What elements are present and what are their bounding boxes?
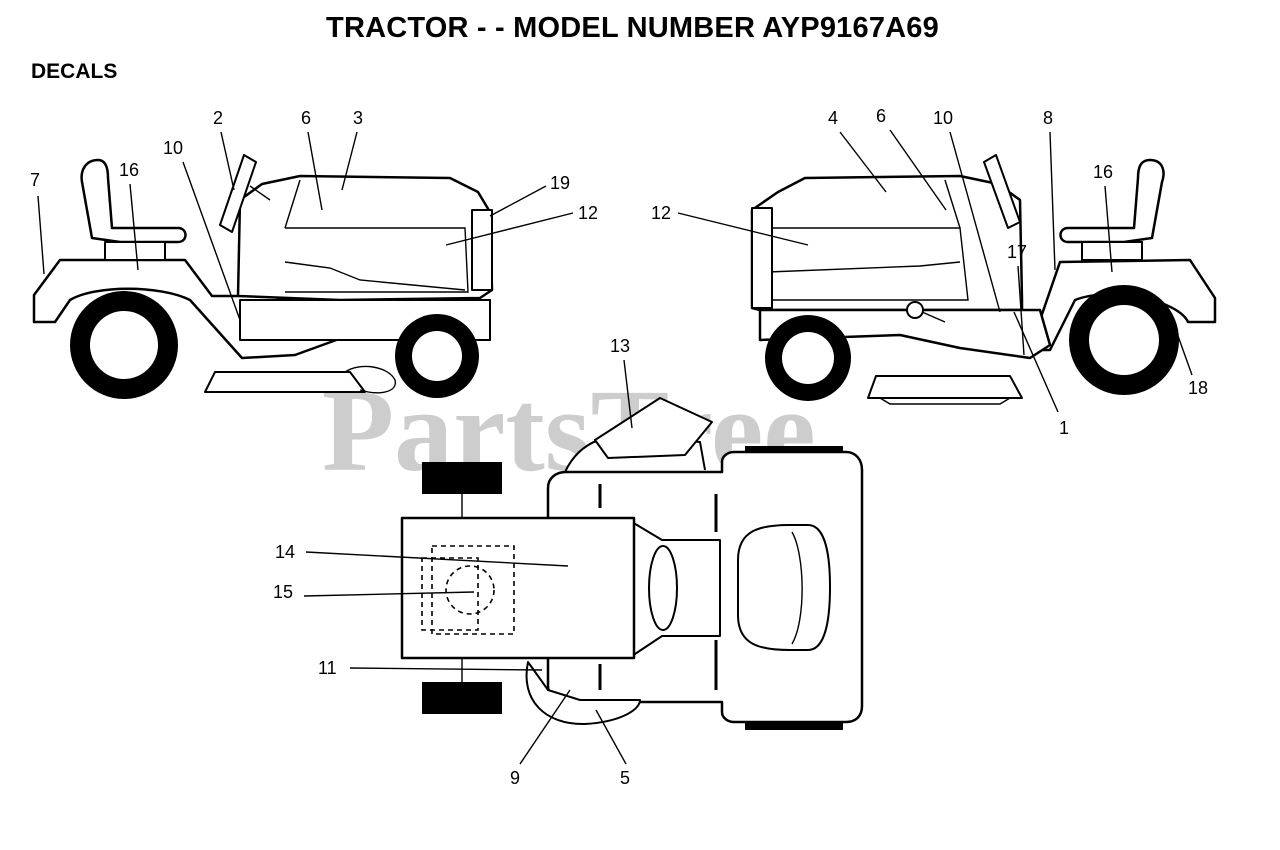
- decal-area-inner: [421, 557, 479, 631]
- front-tire-top-upper: [422, 462, 502, 494]
- seat-contour-top: [791, 531, 803, 645]
- hood-crease-right: [767, 261, 961, 273]
- callout-18: 18: [1188, 378, 1208, 398]
- hood-crease-left: [284, 261, 466, 291]
- callout-17: 17: [1007, 242, 1027, 262]
- hood-side-left: [285, 227, 469, 293]
- steering-wheel-left: [219, 154, 257, 233]
- callout-12-right: 12: [651, 203, 671, 223]
- seat-left: [80, 158, 187, 244]
- chute-top: [525, 661, 641, 726]
- tractor-right-side-view: 12 4 6 10 8 16 17 18 1: [651, 106, 1217, 438]
- hood-side-right: [768, 227, 969, 301]
- fuel-cap-top: [648, 545, 678, 631]
- rear-hub-right: [1089, 305, 1159, 375]
- front-hub-left: [412, 331, 462, 381]
- pedal-knob-right: [906, 301, 924, 319]
- steering-wheel-top: [594, 397, 713, 459]
- callout-9: 9: [510, 768, 520, 788]
- mower-deck-left: [204, 371, 366, 393]
- deck-chute-left: [344, 365, 396, 394]
- callout-16-right: 16: [1093, 162, 1113, 182]
- callout-1: 1: [1059, 418, 1069, 438]
- callout-6-right: 6: [876, 106, 886, 126]
- hood-top: [400, 516, 636, 660]
- callout-10-left: 10: [163, 138, 183, 158]
- seat-right: [1059, 158, 1165, 244]
- callout-16-left: 16: [119, 160, 139, 180]
- section-heading: DECALS: [31, 60, 118, 83]
- callout-12-left: 12: [578, 203, 598, 223]
- callout-19: 19: [550, 173, 570, 193]
- callout-8: 8: [1043, 108, 1053, 128]
- body-left: [236, 174, 494, 302]
- callout-3: 3: [353, 108, 363, 128]
- callout-6-left: 6: [301, 108, 311, 128]
- callout-5: 5: [620, 768, 630, 788]
- callout-2: 2: [213, 108, 223, 128]
- callout-10-right: 10: [933, 108, 953, 128]
- grille-left: [471, 209, 493, 291]
- callout-11: 11: [318, 658, 337, 678]
- callout-15: 15: [273, 582, 293, 602]
- callout-13: 13: [610, 336, 630, 356]
- seat-top: [737, 524, 831, 651]
- deck-skirt-right: [879, 397, 1011, 405]
- decal-area-outer: [431, 545, 515, 635]
- callout-4: 4: [828, 108, 838, 128]
- steering-wheel-right: [983, 154, 1021, 229]
- callout-7: 7: [30, 170, 40, 190]
- grille-right: [751, 207, 773, 309]
- hood-edge-left: [284, 179, 301, 229]
- decal-circle: [445, 565, 495, 615]
- mower-deck-right: [867, 375, 1023, 399]
- steering-column-left: [249, 185, 271, 201]
- tractor-top-view: 13 14 15 11 9 5: [273, 336, 864, 788]
- front-tire-top-lower: [422, 682, 502, 714]
- tractor-left-side-view: 7 16 10 2 6 3 19 12: [30, 108, 598, 399]
- front-hub-right: [782, 332, 834, 384]
- seat-base-right: [1081, 241, 1143, 261]
- callout-14: 14: [275, 542, 295, 562]
- hood-edge-right: [944, 179, 961, 229]
- page-title: TRACTOR - - MODEL NUMBER AYP9167A69: [326, 12, 939, 44]
- rear-hub-left: [90, 311, 158, 379]
